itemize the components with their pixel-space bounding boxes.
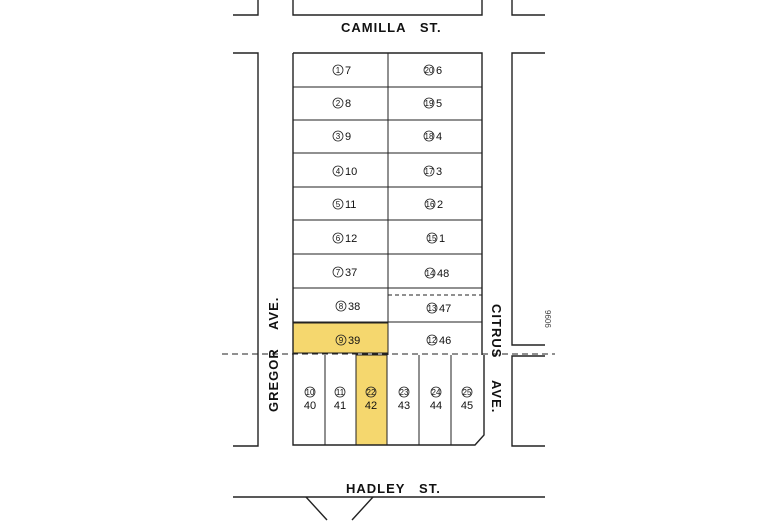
lot-item[interactable]: 22 42 bbox=[365, 386, 377, 412]
lot-number: 4 bbox=[436, 131, 442, 143]
lots-bottom-row: 10 40 11 41 22 42 23 43 24 44 25 45 bbox=[304, 386, 473, 412]
lot-item[interactable]: 10 40 bbox=[304, 386, 316, 412]
parcel-number: 11 bbox=[336, 388, 345, 397]
parcel-number: 10 bbox=[306, 388, 315, 397]
parcel-number: 1 bbox=[336, 66, 341, 75]
lot-number: 42 bbox=[365, 400, 377, 412]
street-label-hadley: HADLEY ST. bbox=[346, 481, 441, 496]
street-label-camilla: CAMILLA ST. bbox=[341, 20, 442, 35]
lot-number: 40 bbox=[304, 400, 316, 412]
lot-number: 41 bbox=[334, 400, 346, 412]
parcel-number: 14 bbox=[426, 269, 435, 278]
parcel-number: 8 bbox=[339, 302, 344, 311]
parcel-number: 5 bbox=[336, 200, 341, 209]
lot-item[interactable]: 18 4 bbox=[423, 130, 442, 143]
lot-item[interactable]: 19 5 bbox=[423, 97, 442, 110]
lot-number: 46 bbox=[439, 335, 451, 347]
parcel-number: 4 bbox=[336, 167, 341, 176]
lot-number: 1 bbox=[439, 233, 445, 245]
lot-item[interactable]: 23 43 bbox=[398, 386, 410, 412]
lot-number: 7 bbox=[345, 65, 351, 77]
lot-number: 6 bbox=[436, 65, 442, 77]
lot-number: 43 bbox=[398, 400, 410, 412]
parcel-number: 22 bbox=[367, 388, 376, 397]
lot-item[interactable]: 17 3 bbox=[423, 165, 442, 178]
lot-item[interactable]: 6 12 bbox=[332, 232, 357, 245]
lot-lines bbox=[293, 53, 483, 445]
lot-number: 9 bbox=[345, 131, 351, 143]
lot-item[interactable]: 1 7 bbox=[332, 64, 351, 77]
parcel-number: 15 bbox=[428, 234, 437, 243]
parcel-number: 7 bbox=[336, 268, 341, 277]
street-label-gregor: GREGOR bbox=[266, 348, 281, 412]
lot-number: 8 bbox=[345, 98, 351, 110]
street-edges bbox=[233, 0, 545, 521]
parcel-number: 18 bbox=[425, 132, 434, 141]
lot-item[interactable]: 20 6 bbox=[423, 64, 442, 77]
lot-item[interactable]: 13 47 bbox=[426, 302, 451, 315]
parcel-number: 9 bbox=[339, 336, 344, 345]
lot-item[interactable]: 14 48 bbox=[424, 267, 449, 280]
lot-number: 44 bbox=[430, 400, 442, 412]
margin-note: 9606 bbox=[543, 310, 552, 328]
lot-number: 39 bbox=[348, 335, 360, 347]
lot-number: 38 bbox=[348, 301, 360, 313]
lot-number: 37 bbox=[345, 267, 357, 279]
lot-number: 48 bbox=[437, 268, 449, 280]
lot-item[interactable]: 3 9 bbox=[332, 130, 351, 143]
lot-number: 47 bbox=[439, 303, 451, 315]
street-label-ave-right: AVE. bbox=[489, 380, 504, 413]
parcel-number: 25 bbox=[463, 388, 472, 397]
lot-item[interactable]: 15 1 bbox=[426, 232, 445, 245]
lot-number: 3 bbox=[436, 166, 442, 178]
lot-item[interactable]: 16 2 bbox=[424, 198, 443, 211]
lot-item[interactable]: 12 46 bbox=[426, 334, 451, 347]
lots-right-column: 20 6 19 5 18 4 17 3 16 2 15 1 bbox=[423, 64, 451, 347]
lot-number: 5 bbox=[436, 98, 442, 110]
lot-number: 45 bbox=[461, 400, 473, 412]
lot-item[interactable]: 24 44 bbox=[430, 386, 442, 412]
lot-number: 10 bbox=[345, 166, 357, 178]
parcel-number: 23 bbox=[400, 388, 409, 397]
parcel-number: 6 bbox=[336, 234, 341, 243]
lot-item[interactable]: 25 45 bbox=[461, 386, 473, 412]
parcel-number: 16 bbox=[426, 200, 435, 209]
parcel-number: 17 bbox=[425, 167, 434, 176]
lot-item[interactable]: 5 11 bbox=[332, 198, 356, 211]
parcel-number: 3 bbox=[336, 132, 341, 141]
parcel-number: 20 bbox=[425, 66, 434, 75]
street-label-ave-left: AVE. bbox=[266, 297, 281, 330]
lot-item[interactable]: 7 37 bbox=[332, 266, 357, 279]
lot-item[interactable]: 8 38 bbox=[335, 300, 360, 313]
lot-item[interactable]: 11 41 bbox=[334, 386, 346, 412]
lot-item[interactable]: 4 10 bbox=[332, 165, 357, 178]
highlighted-lot-42[interactable] bbox=[355, 354, 388, 446]
lot-number: 12 bbox=[345, 233, 357, 245]
lot-item[interactable]: 9 39 bbox=[335, 334, 360, 347]
parcel-number: 24 bbox=[432, 388, 441, 397]
street-label-citrus: CITRUS bbox=[489, 304, 504, 358]
lot-item[interactable]: 2 8 bbox=[332, 97, 351, 110]
parcel-number: 2 bbox=[336, 99, 341, 108]
parcel-number: 12 bbox=[428, 336, 437, 345]
lots-left-column: 1 7 2 8 3 9 4 10 5 11 6 12 bbox=[332, 64, 360, 347]
parcel-number: 19 bbox=[425, 99, 434, 108]
lot-number: 2 bbox=[437, 199, 443, 211]
lot-number: 11 bbox=[345, 199, 356, 211]
parcel-number: 13 bbox=[428, 304, 437, 313]
